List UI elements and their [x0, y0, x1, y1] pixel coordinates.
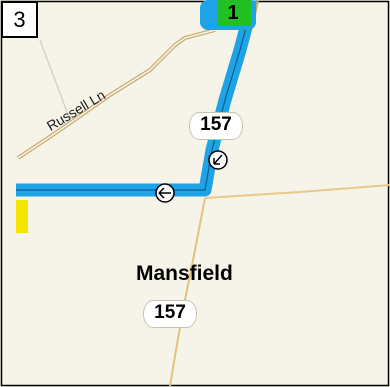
edge-marker	[16, 200, 28, 233]
route-shield-upper: 157	[189, 112, 243, 140]
town-label-mansfield: Mansfield	[136, 262, 233, 285]
start-marker-label: 1	[227, 2, 239, 24]
russell-ln-road-inner	[17, 29, 216, 159]
arrow-left-icon	[155, 183, 175, 203]
minor-road-gray	[39, 39, 71, 121]
highway-east	[204, 184, 390, 199]
arrow-down-left-icon	[208, 150, 228, 170]
panel-number: 3	[1, 1, 38, 38]
route-shield-lower: 157	[143, 300, 197, 328]
start-marker-box	[218, 0, 251, 26]
